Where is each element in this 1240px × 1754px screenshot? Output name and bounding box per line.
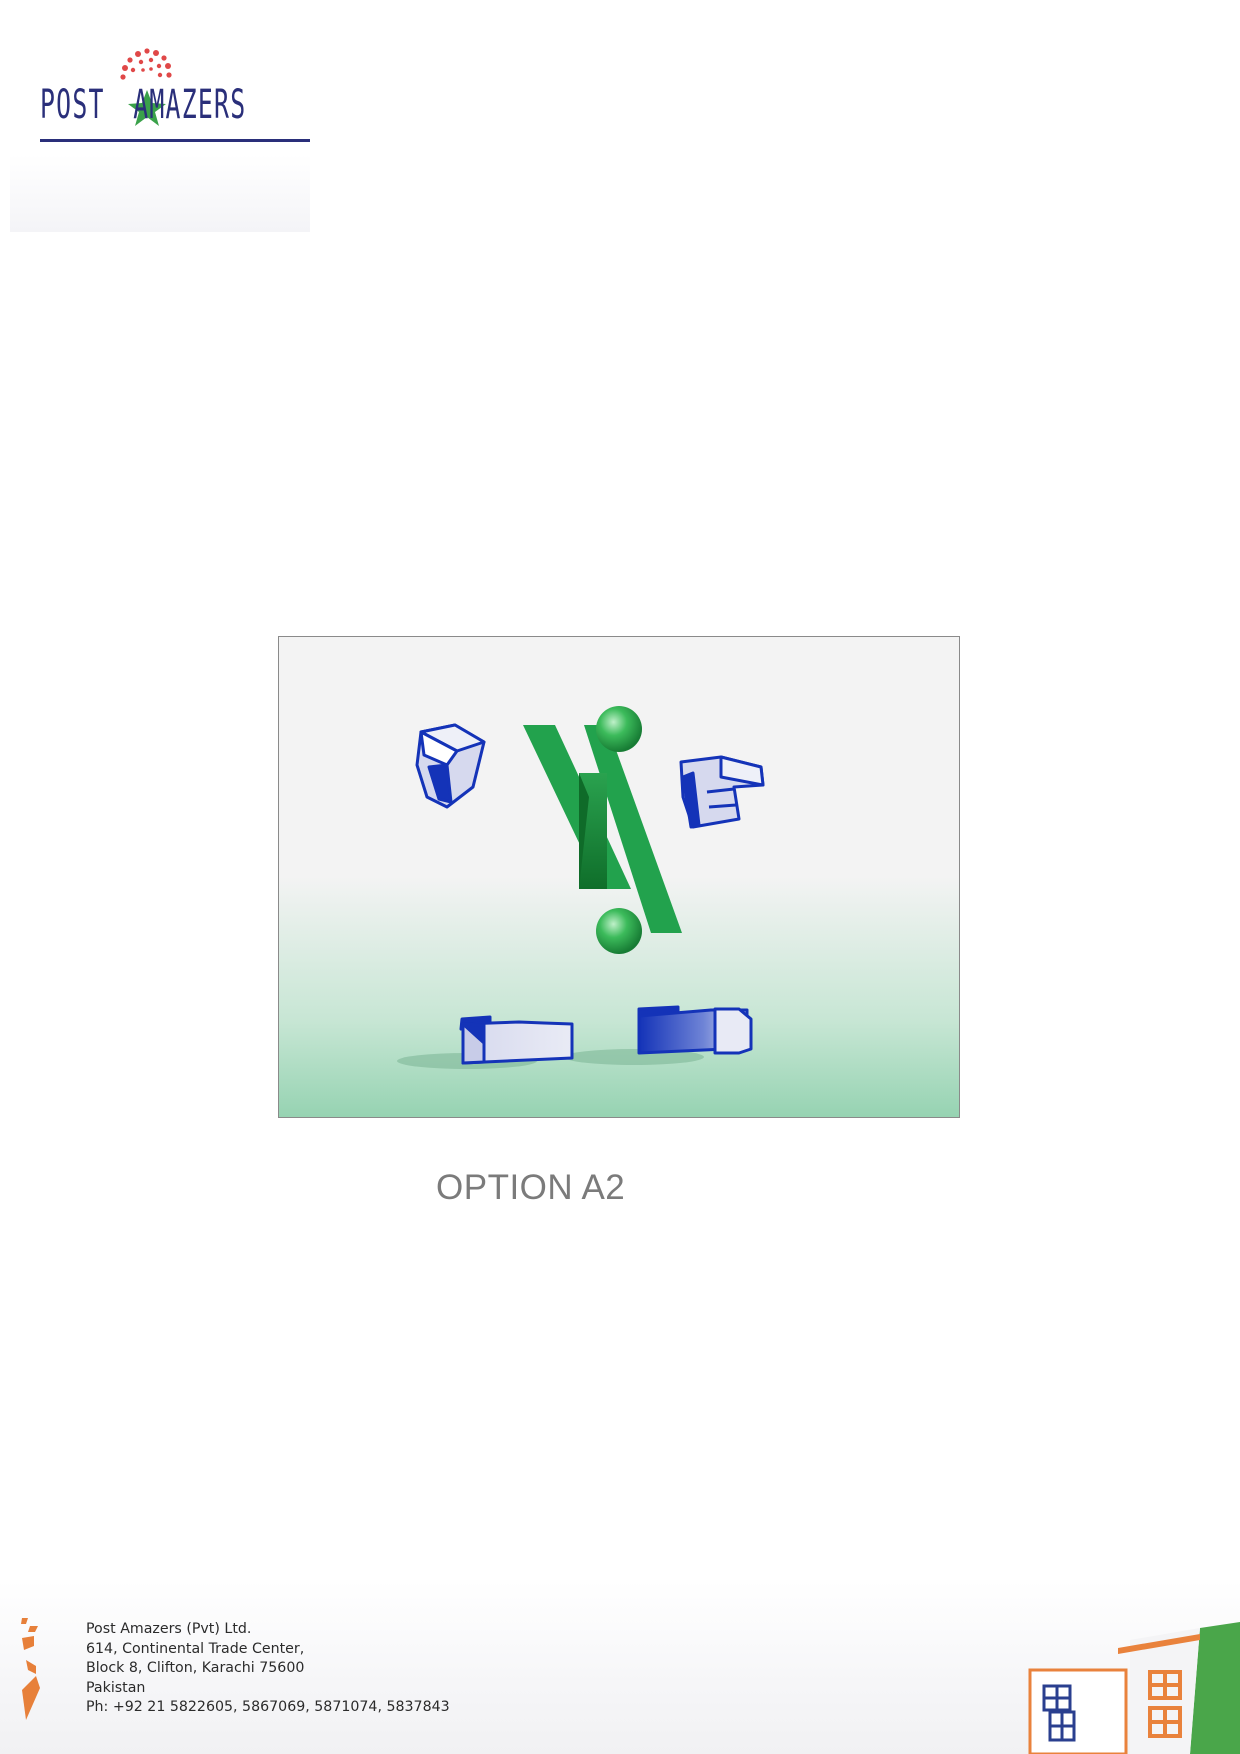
orange-stripes-icon <box>21 1618 40 1720</box>
letterhead-footer: Post Amazers (Pvt) Ltd. 614, Continental… <box>0 1580 1240 1754</box>
green-dot-top-icon <box>596 706 642 752</box>
address-line: Block 8, Clifton, Karachi 75600 <box>86 1660 305 1677</box>
option-caption: OPTION A2 <box>436 1168 626 1207</box>
pointing-hand-left-icon <box>415 723 486 809</box>
logo-wordmark: POST AMAZERS <box>40 82 245 128</box>
logo-left-word: POST <box>40 82 105 128</box>
pointing-hand-right-icon <box>679 755 765 829</box>
logo-star-icon <box>128 90 166 126</box>
phone-line: Ph: +92 21 5822605, 5867069, 5871074, 58… <box>86 1699 450 1716</box>
company-address: Post Amazers (Pvt) Ltd. 614, Continental… <box>86 1620 450 1718</box>
logo-underline <box>40 139 310 142</box>
green-dot-bottom-icon <box>596 908 642 954</box>
address-line: Pakistan <box>86 1679 146 1696</box>
logo-right-word: AMAZERS <box>133 82 247 128</box>
green-slash-letter-icon <box>523 725 682 933</box>
logo-sunburst-icon <box>120 48 172 126</box>
left-shoe-icon <box>459 1015 574 1065</box>
right-shoe-icon <box>637 1005 753 1055</box>
buildings-illustration-icon <box>1028 1622 1240 1754</box>
address-line: Post Amazers (Pvt) Ltd. <box>86 1621 252 1637</box>
address-line: 614, Continental Trade Center, <box>86 1640 305 1657</box>
company-logo: POST AMAZERS <box>10 10 310 232</box>
logo-option-artboard <box>278 636 960 1118</box>
